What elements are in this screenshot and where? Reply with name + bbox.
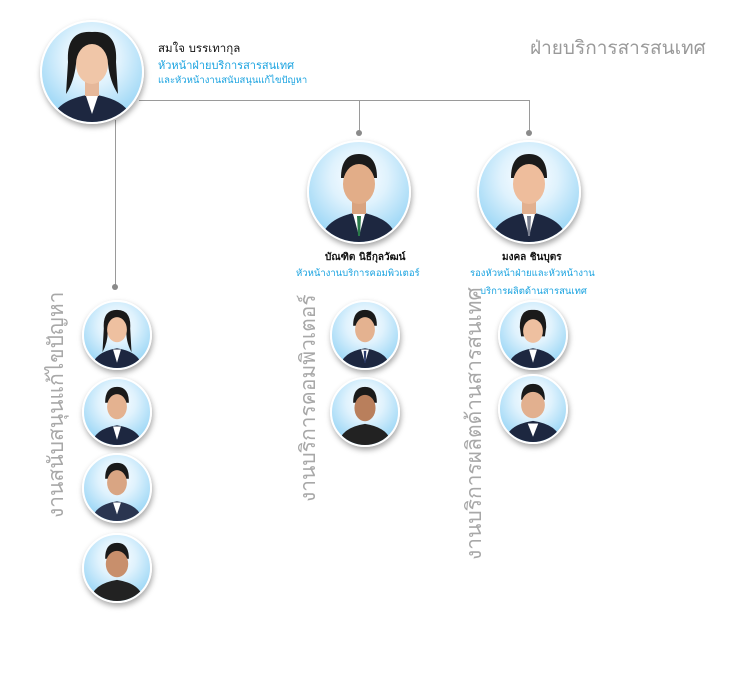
head-name: สมใจ บรรเทากุล <box>158 41 241 55</box>
manager-name: มงคล ชินบุตร <box>502 252 562 263</box>
section-label: งานบริการผลิตด้านสารสนเทศ <box>462 287 486 560</box>
connector-dot <box>112 284 118 290</box>
connector-line <box>529 100 530 133</box>
connector-dot <box>356 130 362 136</box>
staff-avatar <box>498 300 568 370</box>
connector-line <box>359 100 360 133</box>
staff-avatar <box>82 533 152 603</box>
head-avatar <box>40 20 144 124</box>
connector-line <box>139 100 530 101</box>
connector-dot <box>526 130 532 136</box>
staff-avatar <box>498 374 568 444</box>
staff-avatar <box>330 300 400 370</box>
manager-role-secondary: บริการผลิตด้านสารสนเทศ <box>480 286 587 297</box>
connector-line <box>115 120 116 286</box>
head-role-secondary: และหัวหน้างานสนับสนุนแก้ไขปัญหา <box>158 75 308 86</box>
department-title: ฝ่ายบริการสารสนเทศ <box>530 37 706 59</box>
staff-avatar <box>82 453 152 523</box>
staff-avatar <box>82 377 152 447</box>
staff-avatar <box>82 300 152 370</box>
manager-role: หัวหน้างานบริการคอมพิวเตอร์ <box>296 268 420 279</box>
staff-avatar <box>330 377 400 447</box>
manager-role: รองหัวหน้าฝ่ายและหัวหน้างาน <box>470 268 595 279</box>
section-label: งานสนับสนุนแก้ไขปัญหา <box>44 291 68 518</box>
head-role: หัวหน้าฝ่ายบริการสารสนเทศ <box>158 59 295 72</box>
manager-avatar <box>477 140 581 244</box>
manager-name: บัณฑิต นิธีกุลวัฒน์ <box>325 252 406 263</box>
section-label: งานบริการคอมพิวเตอร์ <box>296 294 320 502</box>
manager-avatar <box>307 140 411 244</box>
